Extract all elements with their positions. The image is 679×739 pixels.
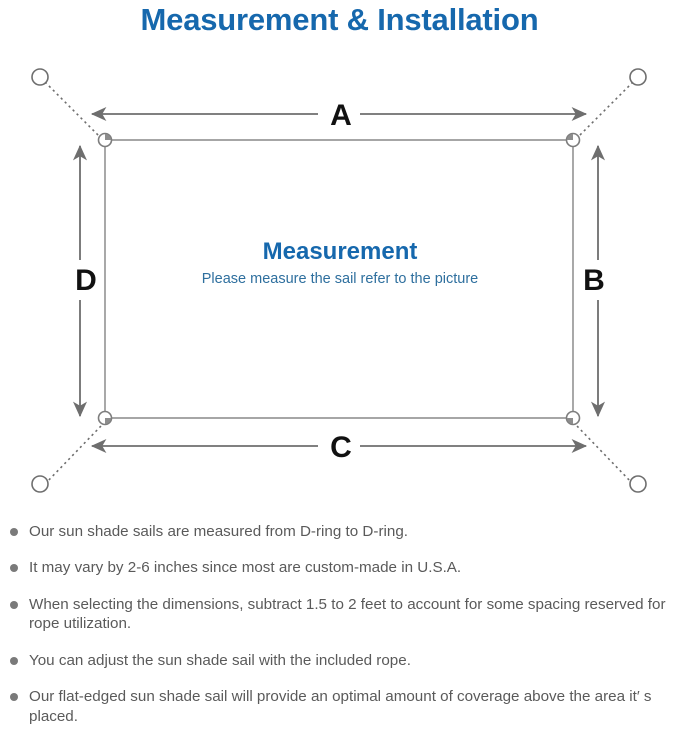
d-ring-lobe-tr (567, 134, 573, 140)
anchor-point-bottom-right (629, 475, 647, 493)
dimension-label-c: C (322, 430, 360, 466)
dimension-label-b: B (578, 262, 610, 300)
diagram-svg (31, 68, 647, 493)
d-ring-lobe-bl (105, 418, 111, 424)
anchor-point-top-right (629, 68, 647, 86)
bullet-icon (10, 656, 18, 665)
note-text: You can adjust the sun shade sail with t… (29, 651, 411, 669)
notes-list: Our sun shade sails are measured from D-… (0, 522, 679, 726)
note-text: It may vary by 2-6 inches since most are… (29, 559, 462, 577)
measurement-heading: Measurement (262, 238, 418, 265)
d-ring-lobes (105, 134, 573, 424)
anchor-point-top-left (31, 68, 49, 86)
list-item: When selecting the dimensions, subtract … (0, 595, 679, 634)
list-item: Our flat-edged sun shade sail will provi… (0, 687, 679, 726)
list-item: It may vary by 2-6 inches since most are… (0, 558, 679, 577)
sail-center-label: Measurement Please measure the sail refe… (105, 238, 575, 288)
list-item: You can adjust the sun shade sail with t… (0, 651, 679, 670)
bullet-icon (10, 528, 18, 536)
note-text: Our sun shade sails are measured from D-… (29, 523, 408, 540)
rope-top-right (576, 81, 634, 139)
note-text: When selecting the dimensions, subtract … (29, 595, 666, 633)
d-ring-lobe-tl (105, 134, 111, 140)
dimension-label-a: A (322, 98, 360, 134)
bullet-icon (10, 600, 18, 609)
page-title: Measurement & Installation (140, 2, 539, 37)
bullet-icon (10, 564, 18, 573)
measurement-subheading: Please measure the sail refer to the pic… (201, 270, 479, 287)
sail-outline (104, 139, 574, 419)
rope-bottom-left (44, 425, 102, 485)
sun-shade-sail-measurement-diagram: A B C D Measurement Please measure the s… (0, 48, 679, 518)
dimension-label-d: D (70, 262, 102, 300)
d-ring-lobe-br (567, 418, 573, 424)
rope-connectors (44, 81, 634, 485)
bullet-icon (10, 693, 18, 702)
anchor-points (31, 68, 647, 493)
anchor-point-bottom-left (31, 475, 49, 493)
note-text: Our flat-edged sun shade sail will provi… (29, 688, 652, 725)
rope-top-left (44, 81, 102, 139)
list-item: Our sun shade sails are measured from D-… (0, 522, 679, 541)
rope-bottom-right (576, 425, 634, 485)
